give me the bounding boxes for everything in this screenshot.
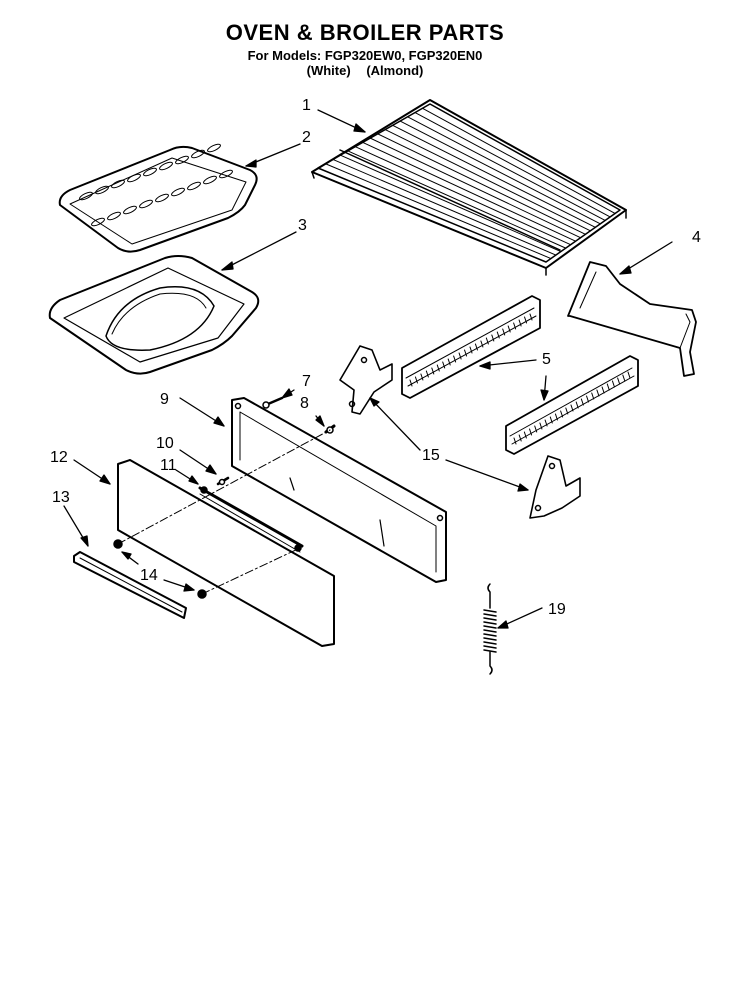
- callout-13: 13: [52, 489, 70, 506]
- callout-11: 11: [160, 457, 177, 474]
- color-almond: (Almond): [366, 63, 424, 78]
- callout-4: 4: [692, 229, 701, 246]
- color-white: (White): [306, 63, 351, 78]
- diagram-title: OVEN & BROILER PARTS: [225, 20, 505, 45]
- side-rack-support: [567, 261, 697, 377]
- callout-2: 2: [302, 129, 311, 146]
- callout-1: 1: [302, 97, 311, 114]
- callout-5a: 5: [542, 351, 551, 368]
- callout-9: 9: [160, 391, 169, 408]
- callout-3: 3: [298, 217, 307, 234]
- model-colors: (White) (Almond): [0, 63, 730, 78]
- callout-7: 7: [302, 373, 311, 390]
- oven-rack: [311, 99, 627, 276]
- slide-rail-upper: [401, 295, 541, 399]
- door-inner-panel: [231, 397, 447, 583]
- alignment-lines: [117, 429, 331, 595]
- bracket-lower: [529, 455, 581, 519]
- broiler-pan: [48, 255, 260, 375]
- door-trim-strip: [73, 551, 187, 619]
- bracket-upper: [339, 345, 393, 415]
- door-spring: [483, 583, 497, 675]
- callout-10: 10: [156, 435, 174, 452]
- callout-19: 19: [548, 601, 566, 618]
- callout-14: 14: [140, 567, 158, 584]
- callout-12: 12: [50, 449, 68, 466]
- leader-lines: [63, 109, 673, 629]
- callout-15: 15: [422, 447, 440, 464]
- screw-7: [262, 396, 284, 409]
- callout-8: 8: [300, 395, 309, 412]
- door-outer-panel: [117, 459, 335, 647]
- callout-numbers: 1 2 3 4 5 5 7 8 9 10 11 12 13 14 15 19: [50, 97, 701, 618]
- broiler-grid: [58, 143, 258, 253]
- slide-rail-lower: [505, 355, 639, 455]
- model-numbers: For Models: FGP320EW0, FGP320EN0: [247, 48, 483, 63]
- screw-10: [216, 476, 230, 486]
